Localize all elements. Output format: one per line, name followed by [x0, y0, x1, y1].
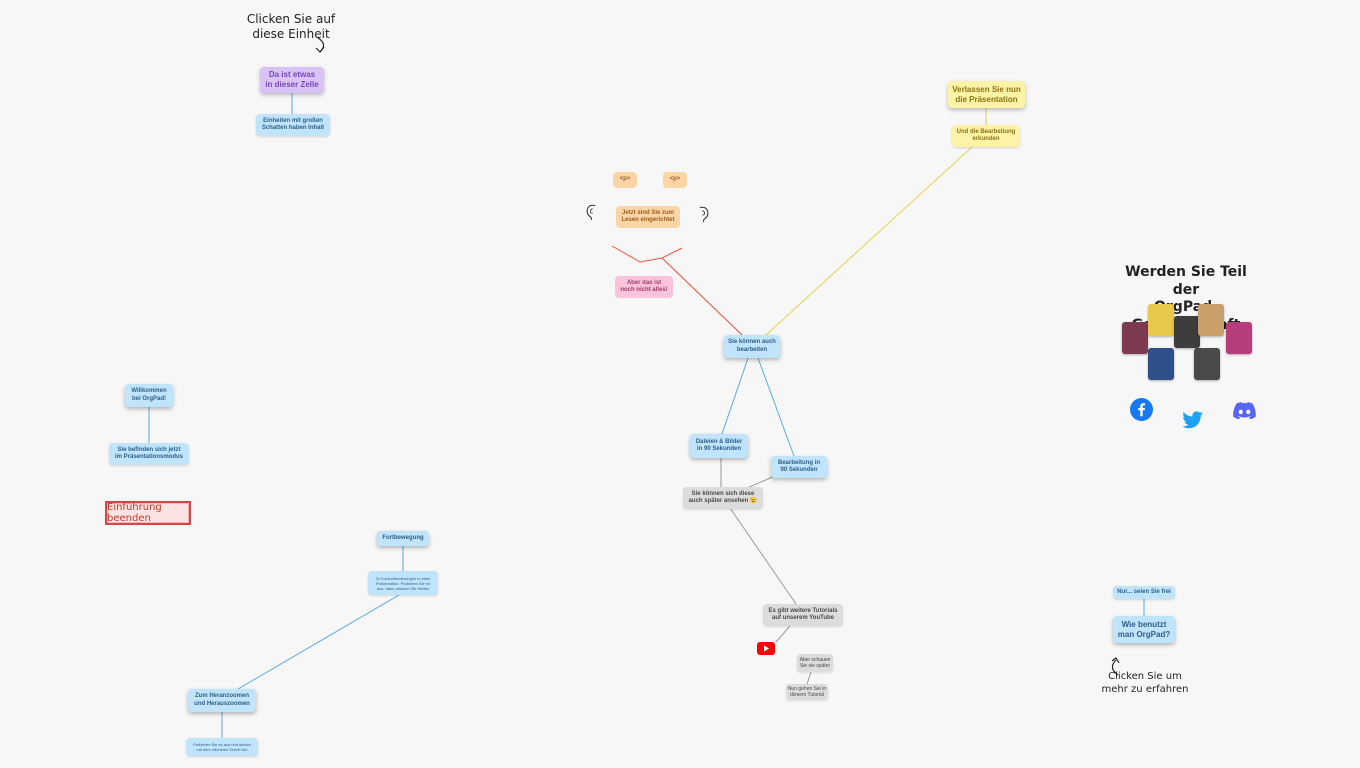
cell-tag-p-left[interactable]: <p>: [613, 172, 637, 188]
community-collage[interactable]: [1120, 300, 1260, 386]
link: [757, 357, 795, 457]
link: [765, 146, 973, 336]
cell-jetzt-lesen[interactable]: Jetzt sind Sie zum Lesen eingerichtet: [616, 206, 680, 228]
link: [806, 671, 812, 685]
cell-kontrollen[interactable]: Zu Kontrollenderungen in einer Präsentat…: [368, 571, 438, 595]
link: [237, 594, 400, 690]
facebook-icon[interactable]: [1130, 398, 1153, 421]
cell-aber-schauen[interactable]: Aber schauen Sie sie später: [797, 654, 833, 672]
avatar: [1148, 304, 1174, 336]
cell-willkommen[interactable]: Willkommen bei OrgPad!: [125, 384, 173, 407]
avatar: [1194, 348, 1220, 380]
link: [775, 625, 791, 643]
cell-probieren[interactable]: Probieren Sie es aus und setzen mit dem …: [186, 738, 258, 756]
annotation-click-unit: Clicken Sie auf diese Einheit: [246, 12, 336, 41]
smile-link: [611, 245, 683, 263]
ear-right-icon: [699, 206, 709, 223]
cell-tag-p-right[interactable]: <p>: [663, 172, 687, 188]
avatar: [1198, 304, 1224, 336]
link: [729, 507, 797, 605]
avatar: [1226, 322, 1252, 354]
cell-weitere-tutorials[interactable]: Es gibt weitere Tutorials auf unserem Yo…: [763, 604, 843, 626]
annotation-click-more: Clicken Sie um mehr zu erfahren: [1101, 671, 1189, 695]
cell-verlassen[interactable]: Verlassen Sie nun die Präsentation: [948, 81, 1025, 108]
cell-spaeter-ansehen[interactable]: Sie können sich diese auch später ansehe…: [683, 487, 763, 509]
avatar: [1122, 322, 1148, 354]
avatar: [1148, 348, 1174, 380]
cell-nur-seien[interactable]: Nur... seien Sie frei: [1113, 586, 1175, 599]
pointer-arrow: [1111, 657, 1120, 664]
cell-bearbeitung-erkunden[interactable]: Und die Bearbeitung erkunden: [952, 125, 1020, 147]
link: [721, 357, 749, 435]
ear-left-icon: [586, 204, 596, 221]
cell-bearbeitung-90[interactable]: Bearbeitung in 90 Sekunden: [771, 456, 827, 478]
cell-einheiten-schatten[interactable]: Einheiten mit großen Schatten haben Inha…: [256, 114, 330, 136]
discord-icon[interactable]: [1233, 402, 1256, 419]
youtube-icon[interactable]: [757, 642, 775, 655]
cell-praesentationsmodus[interactable]: Sie befinden sich jetzt im Präsentations…: [109, 443, 189, 465]
twitter-icon[interactable]: [1182, 411, 1204, 429]
cell-fortbewegung[interactable]: Fortbewegung: [377, 531, 429, 546]
cell-da-ist-etwas[interactable]: Da ist etwas in dieser Zelle: [260, 67, 324, 93]
cell-koennen-bearbeiten[interactable]: Sie können auch bearbeiten: [724, 335, 780, 358]
link: [661, 257, 743, 336]
end-intro-button[interactable]: Einführung beenden: [105, 501, 191, 525]
pointer-arrow: [315, 46, 325, 53]
cell-wie-benutzt[interactable]: Wie benutzt man OrgPad?: [1113, 616, 1175, 643]
cell-dateien-bilder[interactable]: Dateien & Bilder in 90 Sekunden: [690, 434, 748, 458]
cell-nun-gehen[interactable]: Nun gehen Sie in diesem Tutorial: [786, 684, 828, 700]
avatar: [1174, 316, 1200, 348]
cell-heranzoomen[interactable]: Zum Heranzoomen und Herauszoomen: [188, 689, 256, 712]
cell-aber-nicht-alles[interactable]: Aber das ist noch nicht alles!: [615, 276, 673, 298]
